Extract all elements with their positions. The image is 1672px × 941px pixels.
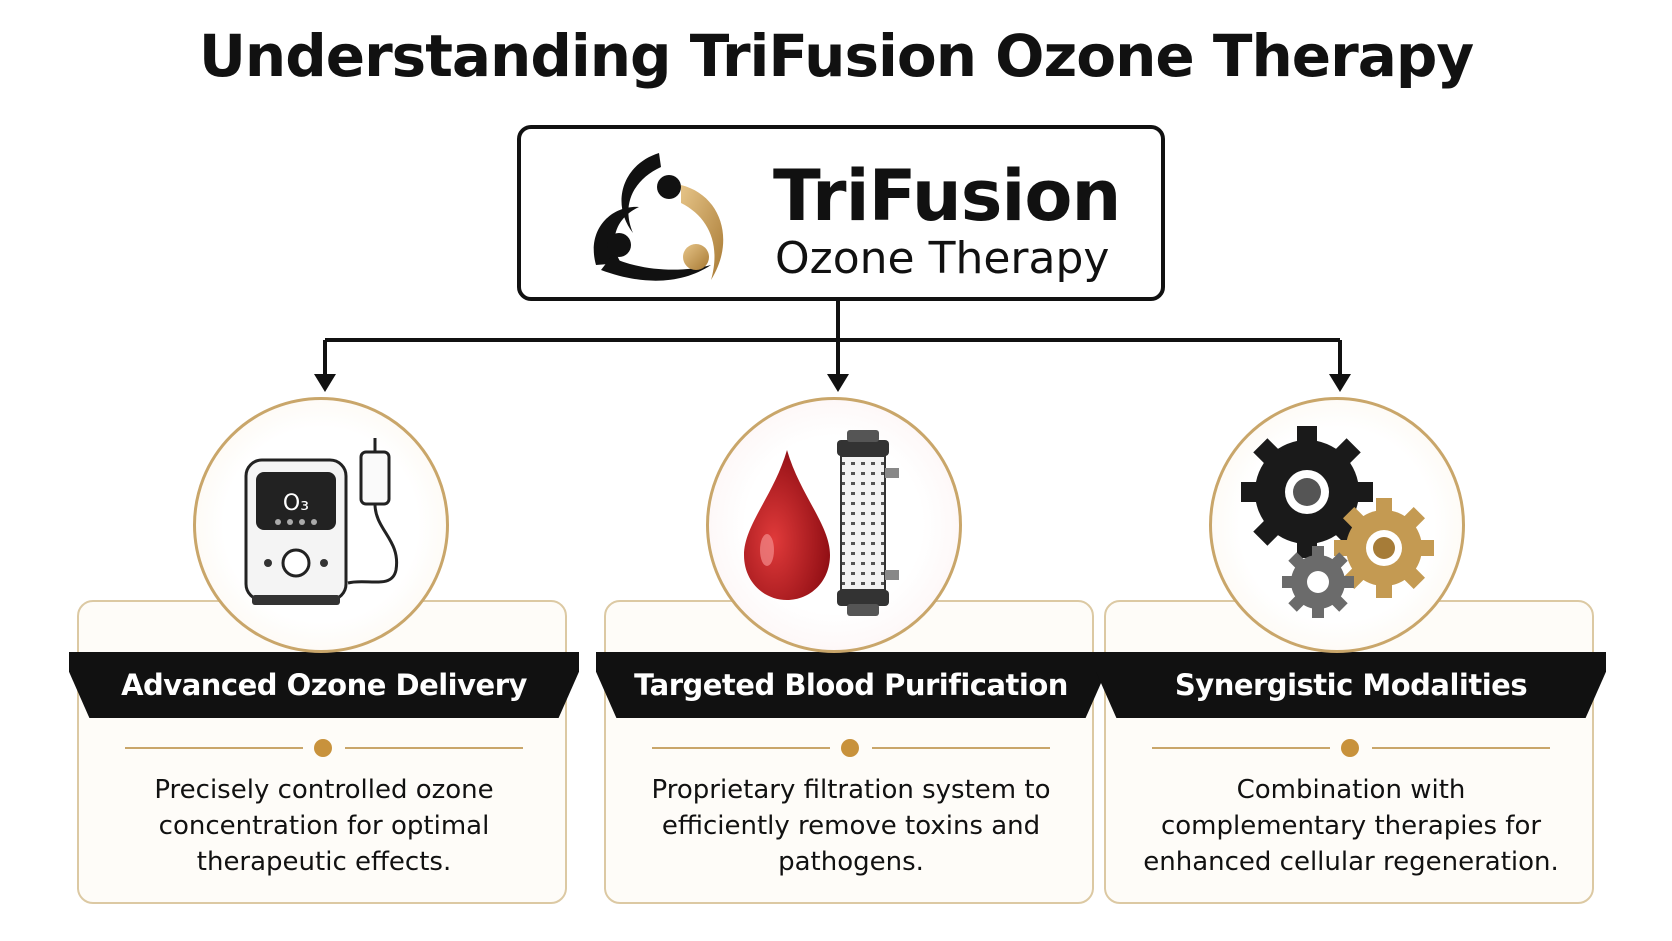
card-description: Proprietary filtration system to efficie… [651, 775, 1051, 877]
ozone-machine-icon-circle: O₃ [193, 397, 449, 653]
arrow-head-1 [314, 374, 336, 392]
card-heading: Advanced Ozone Delivery [69, 652, 579, 718]
card-divider [652, 738, 1050, 758]
blood-filter-icon [744, 430, 899, 616]
gears-icon [1241, 426, 1434, 618]
card-heading: Targeted Blood Purification [596, 652, 1106, 718]
card-description: Precisely controlled ozone concentration… [154, 775, 494, 877]
trifusion-logo-icon [593, 153, 724, 281]
card-divider [1152, 738, 1550, 758]
card-divider [125, 738, 523, 758]
ozone-machine-icon: O₃ [244, 438, 399, 605]
card-description: Combination with complementary therapies… [1143, 775, 1559, 877]
card-heading: Synergistic Modalities [1096, 652, 1606, 718]
brand-name: TriFusion [773, 155, 1121, 237]
gears-icon-circle [1209, 397, 1465, 653]
arrow-head-2 [827, 374, 849, 392]
arrow-head-3 [1329, 374, 1351, 392]
brand-logo-box: TriFusion Ozone Therapy [517, 125, 1165, 301]
ozone-label: O₃ [283, 491, 309, 516]
brand-subtitle: Ozone Therapy [775, 233, 1110, 284]
blood-filter-icon-circle [706, 397, 962, 653]
page-title: Understanding TriFusion Ozone Therapy [198, 22, 1474, 90]
card-synergistic-modalities: Synergistic Modalities Combination with … [1096, 600, 1606, 904]
